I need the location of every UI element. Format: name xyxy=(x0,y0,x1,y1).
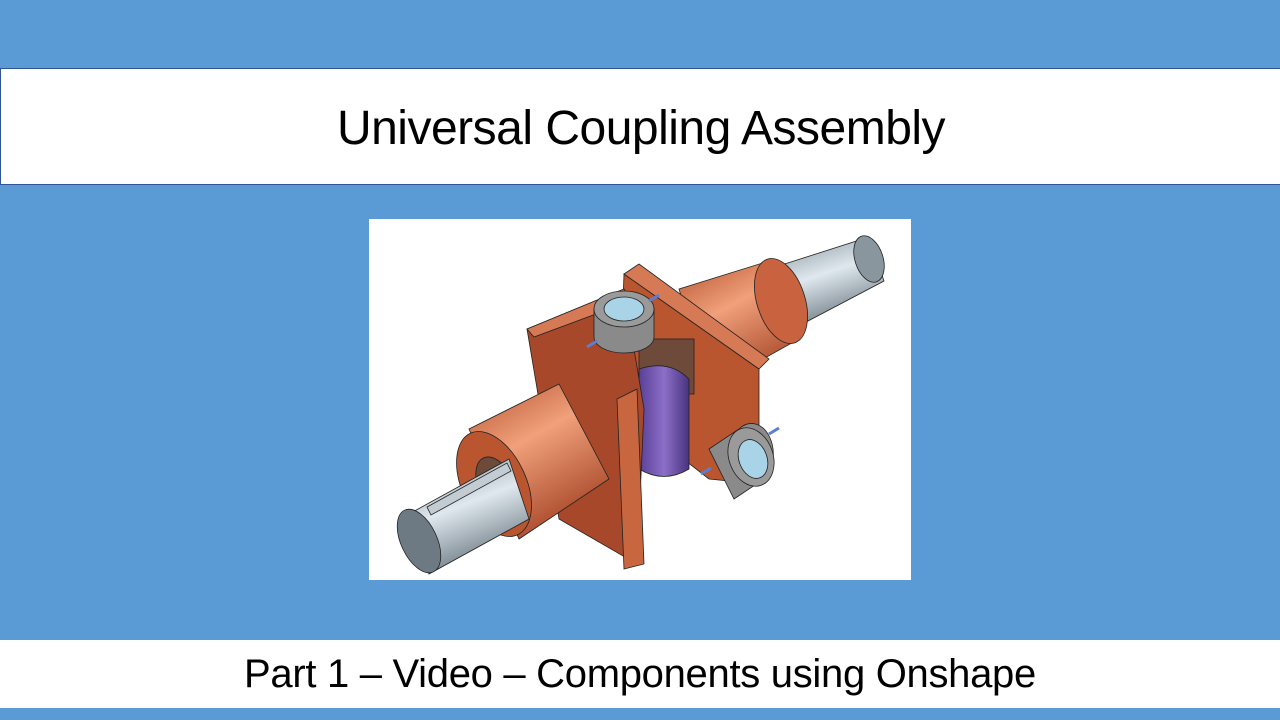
title-banner: Universal Coupling Assembly xyxy=(0,68,1280,185)
top-pin xyxy=(586,290,660,354)
side-pin xyxy=(700,423,780,500)
subtitle-banner: Part 1 – Video – Components using Onshap… xyxy=(0,640,1280,708)
slide-subtitle: Part 1 – Video – Components using Onshap… xyxy=(244,651,1036,696)
left-shaft xyxy=(396,458,530,575)
cad-assembly-image xyxy=(369,219,911,580)
slide-title: Universal Coupling Assembly xyxy=(336,102,946,155)
universal-coupling-illustration xyxy=(396,235,885,575)
spider-block xyxy=(638,365,690,477)
